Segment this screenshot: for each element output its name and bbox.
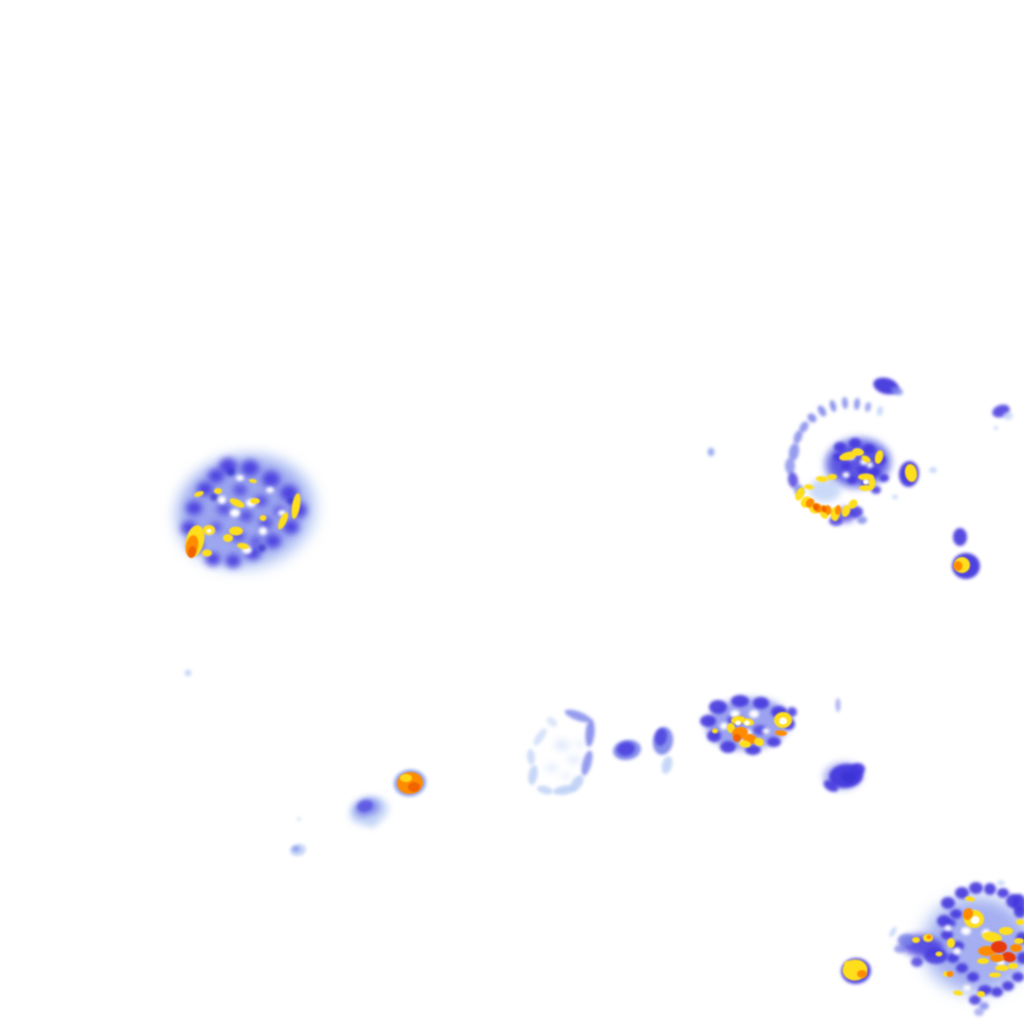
cluster-specks-right-middle — [952, 528, 980, 579]
cluster-cell-center-right — [700, 695, 841, 755]
cluster-speck-lower-left-1 — [290, 843, 306, 857]
cluster-blob-center-teardrop — [652, 727, 674, 774]
heatmap-blob-layer — [174, 377, 1024, 1016]
cluster-hotspot-orange-left — [393, 768, 427, 798]
cluster-blob-mid-right — [823, 761, 865, 792]
cluster-hotspot-yellow-bottom — [841, 957, 871, 985]
cluster-cell-outline-center — [526, 709, 595, 795]
cluster-speck-left — [184, 669, 192, 677]
cluster-speck-center-top — [707, 447, 715, 457]
cluster-blob-soft-blue — [349, 796, 389, 827]
cluster-cell-upper-left — [174, 453, 318, 571]
cluster-speck-lower-left-2 — [296, 817, 302, 821]
cluster-cell-upper-right — [785, 377, 1013, 526]
cluster-cell-cluster-bottom-right — [889, 880, 1024, 1016]
cluster-blob-center-small — [613, 739, 641, 761]
